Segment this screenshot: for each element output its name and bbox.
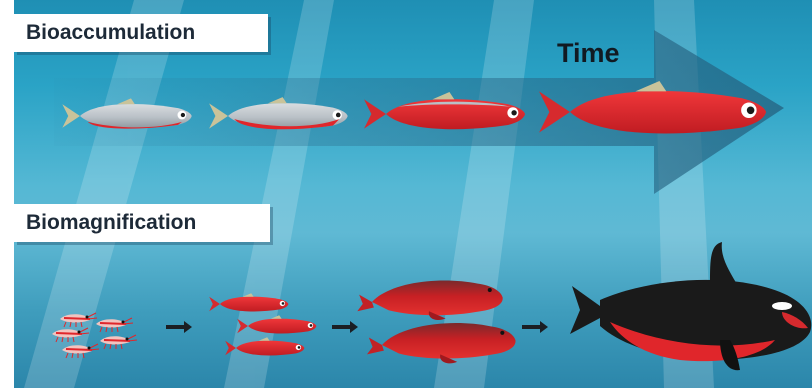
krill [100, 335, 137, 349]
time-label: Time [557, 38, 620, 69]
right-arrow-icon [522, 321, 548, 333]
right-arrow-icon [332, 321, 358, 333]
underwater-scene: Bioaccumulation Time Biomagnification [14, 0, 812, 388]
krill [96, 318, 133, 332]
bioaccumulation-label: Bioaccumulation [14, 14, 268, 52]
small-fish-group [209, 293, 316, 355]
seal [367, 323, 516, 363]
biomagnification-label: Biomagnification [14, 204, 270, 242]
illustration-canvas [14, 0, 812, 388]
right-arrow-icon [166, 321, 192, 333]
krill-group [52, 313, 137, 358]
